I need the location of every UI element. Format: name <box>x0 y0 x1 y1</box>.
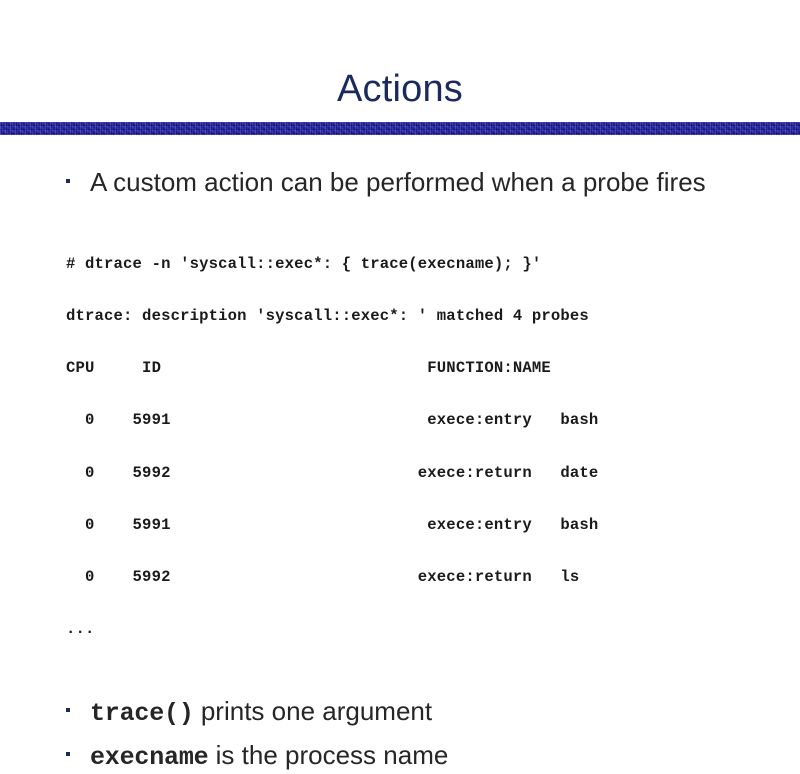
slide: Actions A custom action can be performed… <box>0 68 800 772</box>
execname-code-token: execname <box>90 742 209 772</box>
bullet-dot-icon <box>66 707 70 712</box>
code-line: dtrace: description 'syscall::exec*: ' m… <box>66 307 589 326</box>
trace-code-token: trace() <box>90 698 194 728</box>
page-title: Actions <box>336 68 463 110</box>
code-line: 0 5992 exece:return date <box>66 463 599 482</box>
bullet-execname-text: execname is the process name <box>90 739 800 774</box>
bullet-item-overview: A custom action can be performed when a … <box>0 166 740 198</box>
trace-description-text: prints one argument <box>193 695 433 726</box>
bullet-dot-icon <box>66 179 70 183</box>
slide-body: A custom action can be performed when a … <box>0 135 800 774</box>
code-line: # dtrace -n 'syscall::exec*: { trace(exe… <box>66 254 542 273</box>
bullet-overview-text: A custom action can be performed when a … <box>90 167 706 197</box>
title-divider-rule <box>0 122 800 135</box>
code-output-block: # dtrace -n 'syscall::exec*: { trace(exe… <box>0 221 800 674</box>
code-line: 0 5992 exece:return ls <box>66 568 580 587</box>
bullet-item-trace: trace() prints one argument <box>0 695 800 730</box>
bullet-dot-icon <box>66 751 70 756</box>
execname-description-text: is the process name <box>208 739 449 770</box>
code-line: ... <box>66 620 95 639</box>
bullet-item-execname: execname is the process name <box>0 739 800 774</box>
code-line: 0 5991 exece:entry bash <box>66 515 599 534</box>
code-line: 0 5991 exece:entry bash <box>66 411 599 430</box>
code-line: CPU ID FUNCTION:NAME <box>66 359 551 378</box>
bullet-trace-text: trace() prints one argument <box>90 695 800 730</box>
